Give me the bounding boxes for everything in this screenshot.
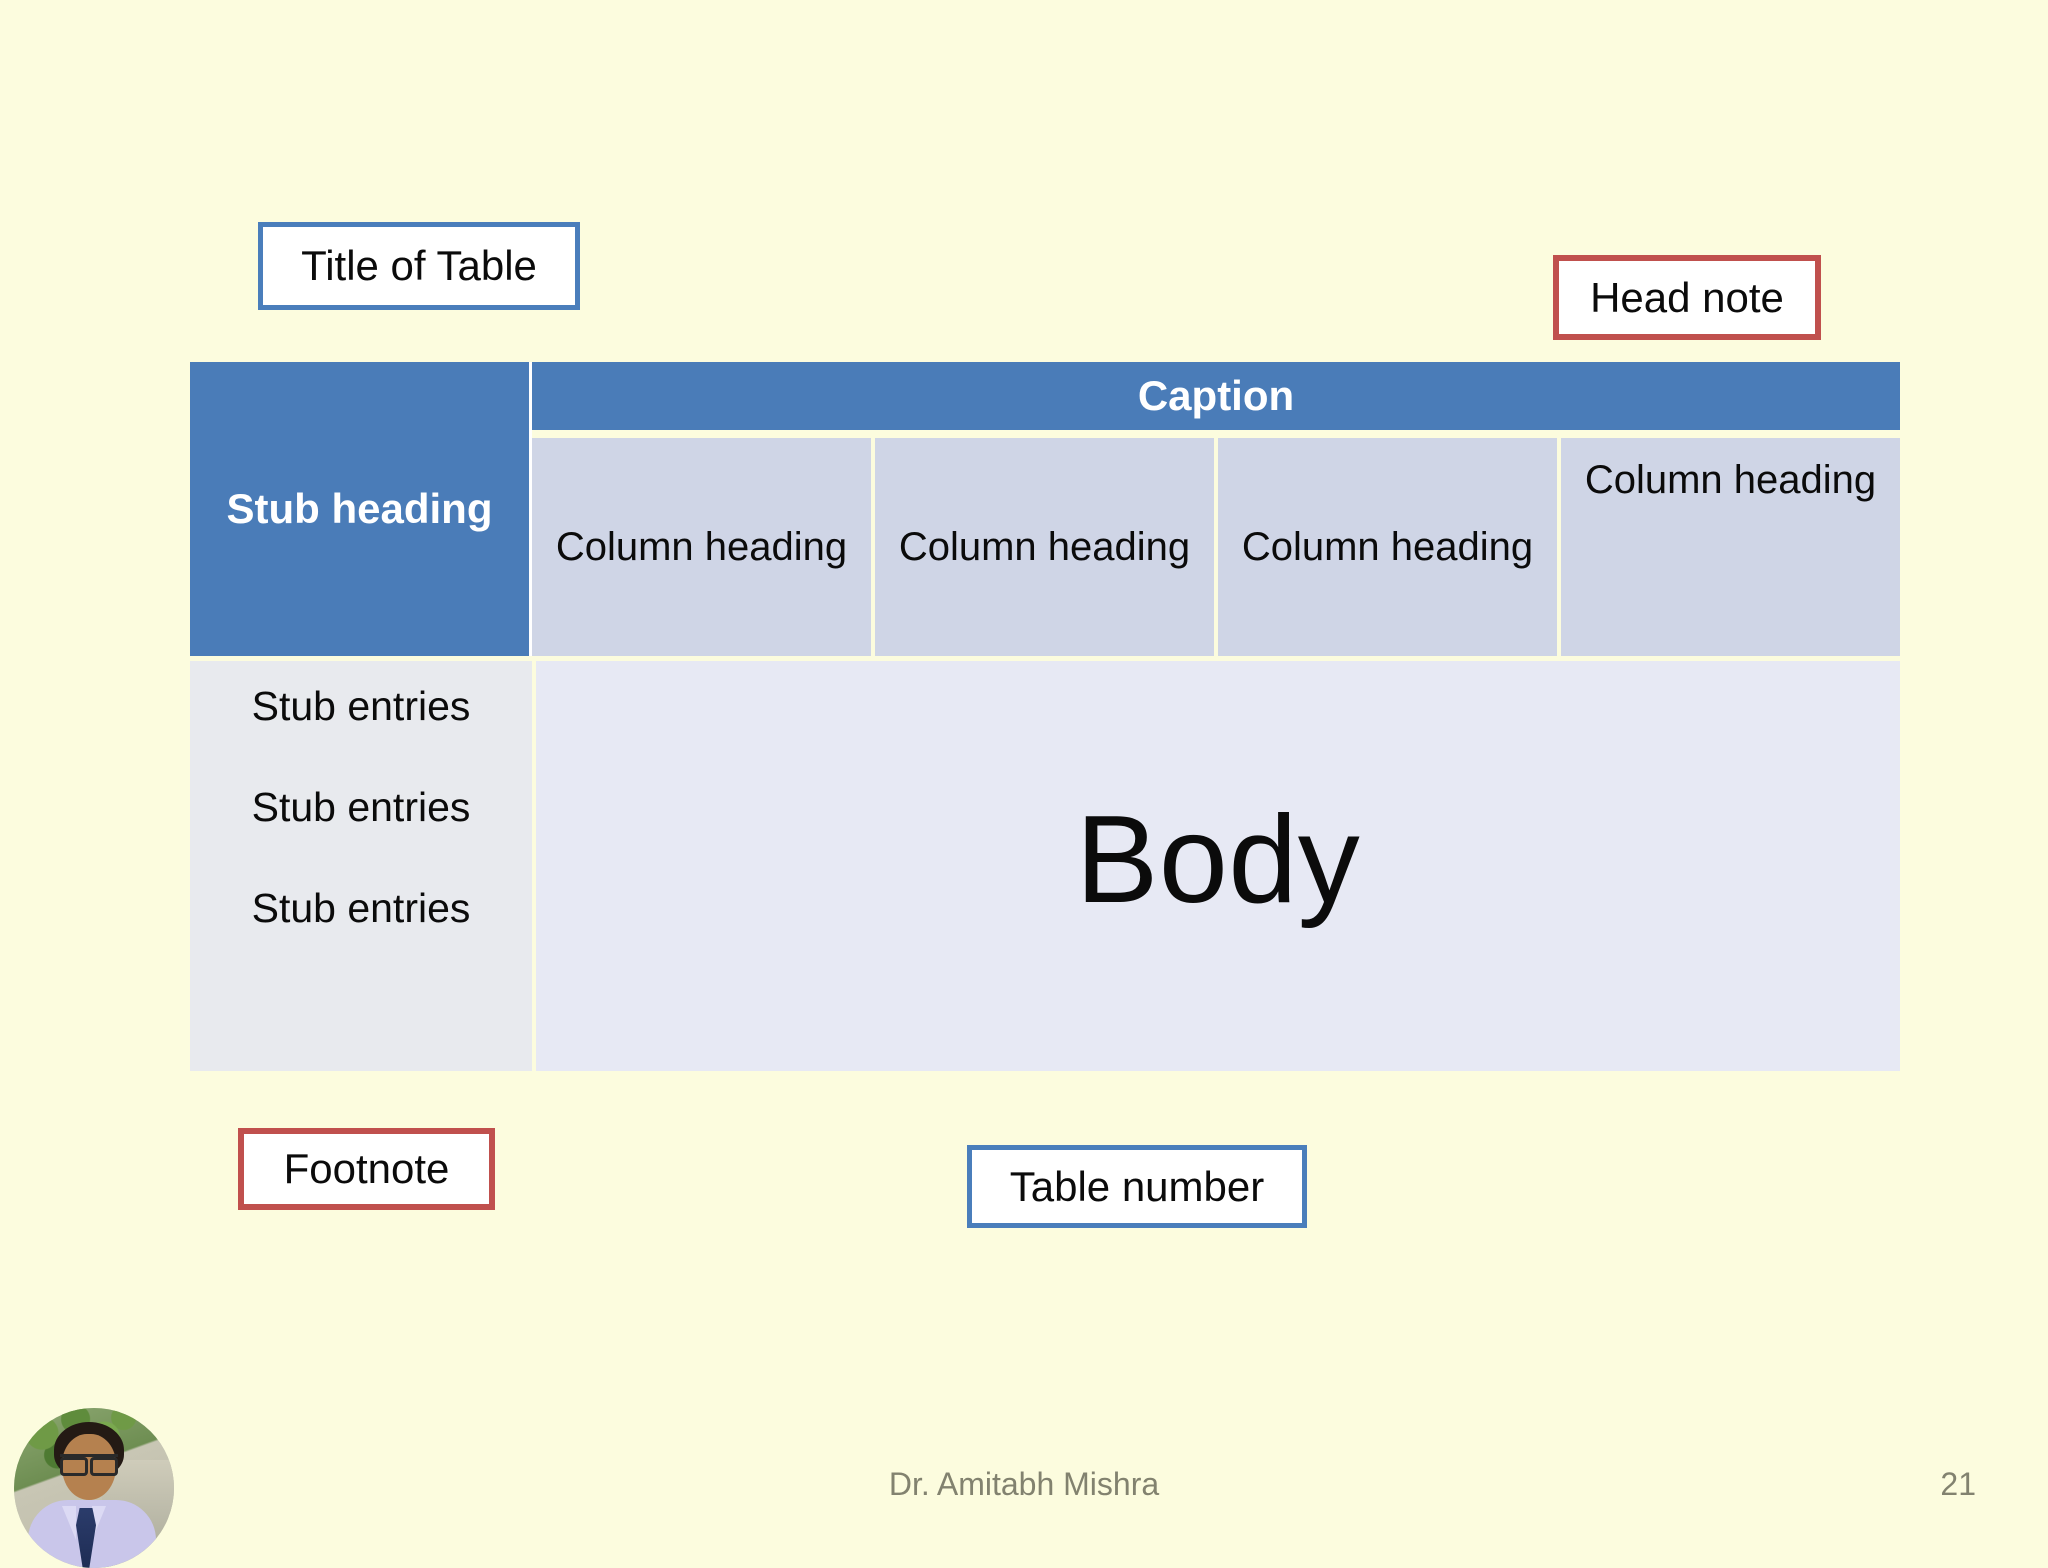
table-header-row: Stub heading Caption Column heading Colu… (190, 362, 1900, 656)
callout-head-note[interactable]: Head note (1553, 255, 1821, 340)
avatar-collar-left (62, 1506, 76, 1540)
stub-entry-2: Stub entries (251, 784, 471, 830)
callout-footnote[interactable]: Footnote (238, 1128, 495, 1210)
footer-page-number: 21 (1940, 1466, 1976, 1502)
column-heading-cell-1[interactable]: Column heading (532, 438, 871, 656)
footer-presenter-name: Dr. Amitabh Mishra (888, 1466, 1160, 1502)
callout-footnote-label: Footnote (283, 1145, 450, 1192)
stub-heading-label: Stub heading (226, 485, 493, 532)
body-label: Body (1075, 791, 1361, 929)
column-heading-label-2: Column heading (898, 525, 1191, 569)
body-cell[interactable]: Body (536, 661, 1900, 1071)
avatar-face (62, 1434, 116, 1500)
column-heading-cell-4[interactable]: Column heading (1561, 438, 1900, 656)
stub-entries-cell[interactable]: Stub entries Stub entries Stub entries (190, 661, 532, 1071)
stub-heading-cell[interactable]: Stub heading (190, 362, 532, 656)
column-heading-row: Column heading Column heading Column hea… (532, 430, 1900, 656)
column-heading-label-1: Column heading (555, 525, 848, 569)
caption-stack: Caption Column heading Column heading Co… (532, 362, 1900, 656)
callout-head-note-label: Head note (1590, 273, 1784, 321)
slide-canvas: { "theme": { "background": "#FCFCDE", "a… (14, 222, 1976, 1568)
avatar-glasses-icon (60, 1454, 118, 1476)
column-heading-cell-3[interactable]: Column heading (1218, 438, 1557, 656)
stub-entry-3: Stub entries (251, 885, 471, 931)
column-heading-cell-2[interactable]: Column heading (875, 438, 1214, 656)
stub-entry-1: Stub entries (251, 683, 471, 729)
table-body-row: Stub entries Stub entries Stub entries B… (190, 656, 1900, 1071)
caption-label: Caption (1137, 372, 1295, 419)
column-heading-label-4: Column heading (1584, 458, 1877, 502)
column-heading-label-3: Column heading (1241, 525, 1534, 569)
callout-table-number-label: Table number (1009, 1162, 1265, 1210)
callout-title-of-table[interactable]: Title of Table (258, 222, 580, 310)
callout-table-number[interactable]: Table number (967, 1145, 1307, 1228)
caption-cell[interactable]: Caption (532, 362, 1900, 430)
table-diagram: Stub heading Caption Column heading Colu… (190, 362, 1900, 1076)
avatar-collar-right (92, 1506, 106, 1540)
callout-title-of-table-label: Title of Table (301, 242, 537, 289)
